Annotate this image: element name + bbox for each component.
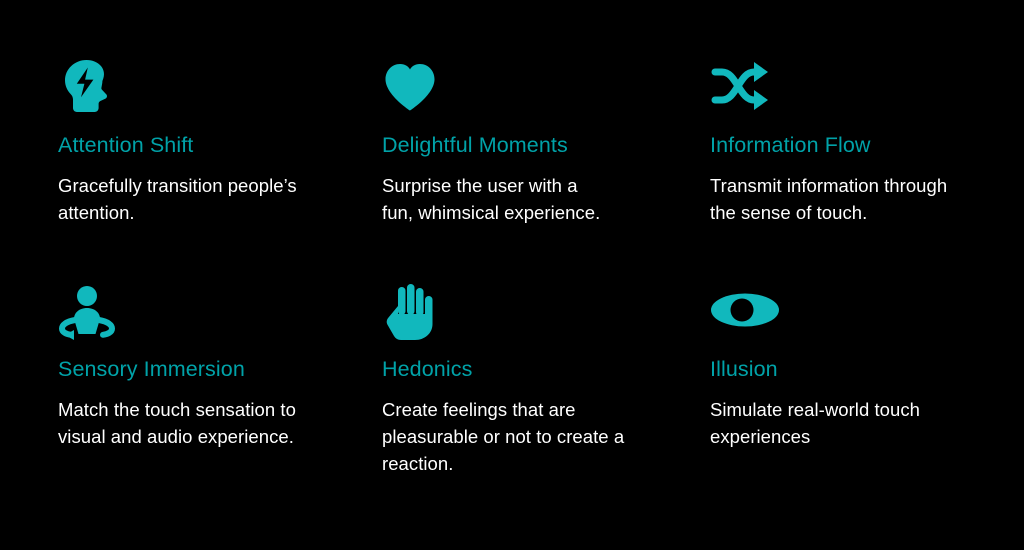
card-title: Information Flow — [710, 133, 871, 157]
principle-card-sensory-immersion: Sensory Immersion Match the touch sensat… — [58, 284, 382, 477]
principle-card-illusion: Illusion Simulate real-world touch exper… — [710, 284, 1002, 477]
head-lightning-icon — [58, 58, 382, 120]
card-description-line: Simulate real-world touch — [710, 399, 920, 420]
card-description-line: Transmit information through — [710, 175, 948, 196]
card-description-line: reaction. — [382, 453, 454, 474]
meditating-person-icon — [58, 284, 382, 344]
principle-card-hedonics: Hedonics Create feelings that are pleasu… — [382, 284, 710, 477]
card-description-line: experiences — [710, 426, 811, 447]
eye-icon — [710, 284, 1002, 344]
principle-card-attention-shift: Attention Shift Gracefully transition pe… — [58, 58, 382, 284]
card-description-line: the sense of touch. — [710, 202, 868, 223]
principle-card-delightful-moments: Delightful Moments Surprise the user wit… — [382, 58, 710, 284]
principle-card-information-flow: Information Flow Transmit information th… — [710, 58, 1002, 284]
card-description: Gracefully transition people’s attention… — [58, 172, 382, 226]
card-description-line: attention. — [58, 202, 135, 223]
card-description-line: pleasurable or not to create a — [382, 426, 625, 447]
shuffle-arrows-icon — [710, 58, 1002, 120]
card-title: Illusion — [710, 357, 778, 381]
card-description: Transmit information through the sense o… — [710, 172, 1002, 226]
heart-icon — [382, 58, 710, 120]
card-description: Surprise the user with a fun, whimsical … — [382, 172, 710, 226]
card-description-line: Surprise the user with a — [382, 175, 578, 196]
card-title: Hedonics — [382, 357, 473, 381]
principles-grid: Attention Shift Gracefully transition pe… — [58, 58, 1002, 477]
card-title: Delightful Moments — [382, 133, 568, 157]
card-description: Simulate real-world touch experiences — [710, 396, 1002, 450]
open-hand-icon — [382, 284, 710, 344]
card-description-line: Gracefully transition people’s — [58, 175, 297, 196]
card-description: Match the touch sensation to visual and … — [58, 396, 382, 450]
card-title: Attention Shift — [58, 133, 194, 157]
card-description-line: fun, whimsical experience. — [382, 202, 601, 223]
card-description-line: Create feelings that are — [382, 399, 576, 420]
card-description-line: visual and audio experience. — [58, 426, 294, 447]
card-description: Create feelings that are pleasurable or … — [382, 396, 710, 477]
card-title: Sensory Immersion — [58, 357, 245, 381]
card-description-line: Match the touch sensation to — [58, 399, 296, 420]
